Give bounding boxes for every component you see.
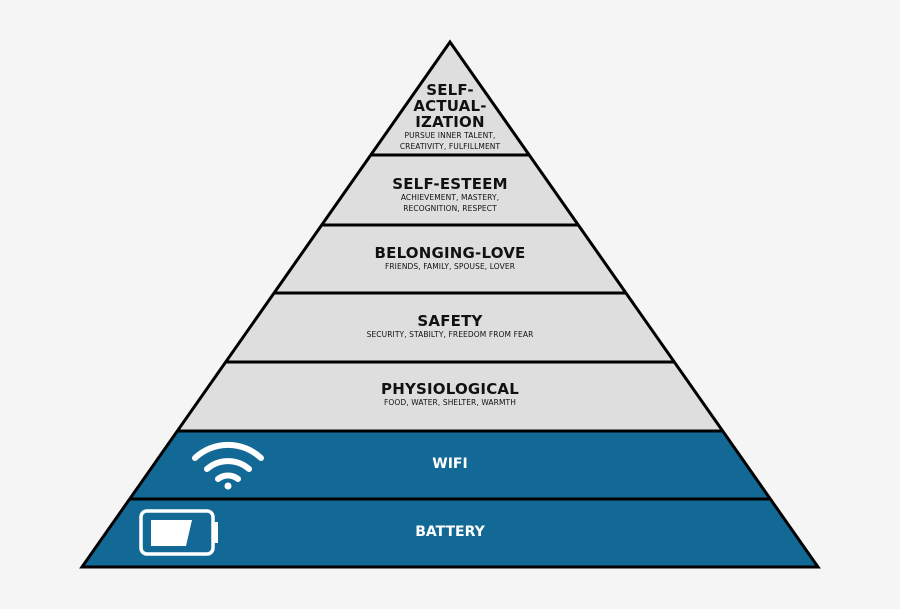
wifi-icon [192, 441, 264, 490]
blue-levels-fill [82, 431, 818, 567]
level-subtitle-line: CREATIVITY, FULFILLMENT [399, 142, 501, 151]
battery-icon [139, 509, 218, 556]
level-subtitle-line: RECOGNITION, RESPECT [403, 204, 497, 213]
level-title-line: SELF- [426, 81, 474, 99]
level-subtitle: FRIENDS, FAMILY, SPOUSE, LOVER [384, 262, 516, 271]
level-title-line: IZATION [415, 113, 485, 131]
pyramid-outline [79, 39, 821, 569]
level-subtitle-line: ACHIEVEMENT, MASTERY, [400, 193, 500, 202]
level-title: BELONGING-LOVE [374, 244, 526, 262]
level-title: PHYSIOLOGICAL [381, 380, 519, 398]
level-subtitle-line: PURSUE INNER TALENT, [404, 131, 496, 140]
level-title-line: ACTUAL- [413, 97, 487, 115]
level-subtitle: SECURITY, STABILTY, FREEDOM FROM FEAR [366, 330, 534, 339]
level-physiological: PHYSIOLOGICAL FOOD, WATER, SHELTER, WARM… [0, 381, 900, 408]
level-subtitle: FOOD, WATER, SHELTER, WARMTH [384, 398, 516, 407]
level-self-actualization: SELF- ACTUAL- IZATION PURSUE INNER TALEN… [0, 82, 900, 152]
level-safety: SAFETY SECURITY, STABILTY, FREEDOM FROM … [0, 313, 900, 340]
level-title: SELF-ESTEEM [392, 175, 508, 193]
level-wifi-title: WIFI [432, 456, 468, 472]
level-self-esteem: SELF-ESTEEM ACHIEVEMENT, MASTERY, RECOGN… [0, 176, 900, 214]
level-belonging-love: BELONGING-LOVE FRIENDS, FAMILY, SPOUSE, … [0, 245, 900, 272]
level-title: SAFETY [417, 312, 483, 330]
level-battery-title: BATTERY [415, 524, 485, 540]
gray-levels-fill [82, 42, 818, 431]
